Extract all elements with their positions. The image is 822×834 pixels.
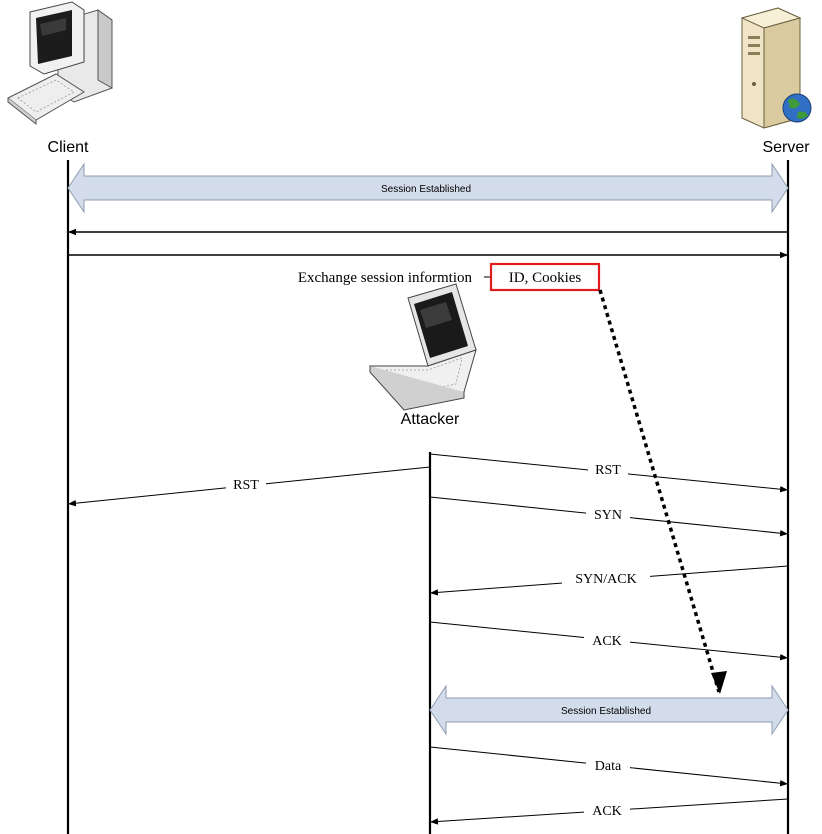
client-computer-icon bbox=[7, 1, 113, 126]
id-cookies-label: ID, Cookies bbox=[509, 270, 582, 286]
session-band-bottom-label: Session Established bbox=[561, 706, 651, 717]
exchange-label: Exchange session informtion bbox=[298, 270, 473, 286]
syn-ack-label: SYN/ACK bbox=[575, 572, 636, 587]
syn-ack-label-bg bbox=[562, 571, 650, 585]
ack-label-bg bbox=[584, 632, 630, 646]
rst-server-label-bg bbox=[588, 462, 628, 476]
id-cookies-highlight-box bbox=[489, 262, 601, 292]
final-ack-label-bg bbox=[584, 803, 630, 817]
rst-client-label-bg bbox=[226, 476, 266, 490]
session-band-bottom: Session Established bbox=[429, 684, 789, 736]
ack-label: ACK bbox=[592, 634, 622, 649]
server-icon bbox=[740, 7, 812, 129]
final-ack-label: ACK bbox=[592, 804, 622, 819]
rst-server-label: RST bbox=[595, 463, 621, 478]
syn-label: SYN bbox=[594, 508, 622, 523]
data-label: Data bbox=[595, 759, 622, 774]
session-band-top: Session Established bbox=[67, 162, 789, 214]
client-label: Client bbox=[48, 139, 89, 156]
data-label-bg bbox=[586, 757, 630, 771]
attacker-laptop-icon bbox=[368, 283, 477, 411]
server-label: Server bbox=[762, 139, 810, 156]
syn-label-bg bbox=[586, 507, 630, 521]
rst-client-label: RST bbox=[233, 478, 259, 493]
session-band-top-label: Session Established bbox=[381, 184, 471, 195]
stolen-session-arrow bbox=[598, 289, 721, 693]
stolen-session-arrowhead bbox=[711, 671, 727, 694]
attacker-label: Attacker bbox=[401, 411, 460, 428]
